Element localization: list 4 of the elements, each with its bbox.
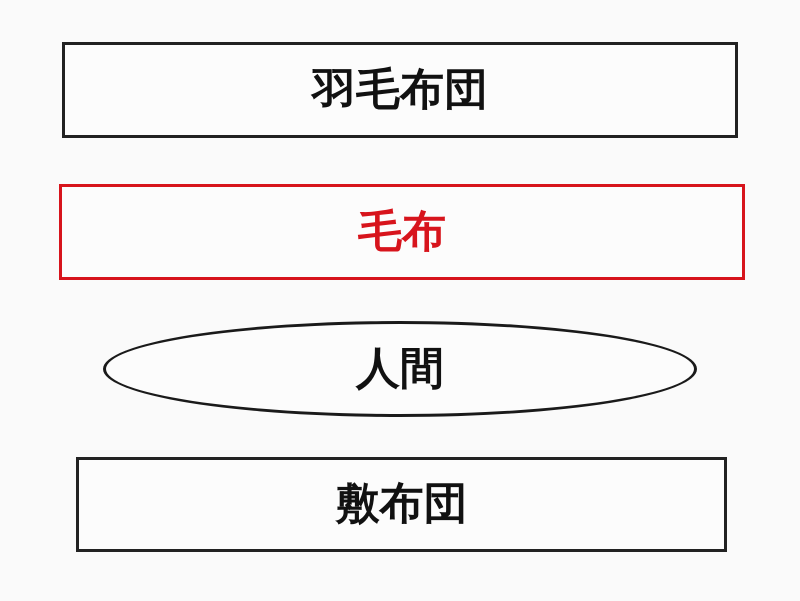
layer-box: 羽毛布団 bbox=[62, 42, 738, 138]
layer-box: 敷布団 bbox=[76, 457, 727, 552]
ellipse-node: 人間 bbox=[103, 321, 697, 417]
highlighted-layer-box: 毛布 bbox=[59, 184, 745, 280]
